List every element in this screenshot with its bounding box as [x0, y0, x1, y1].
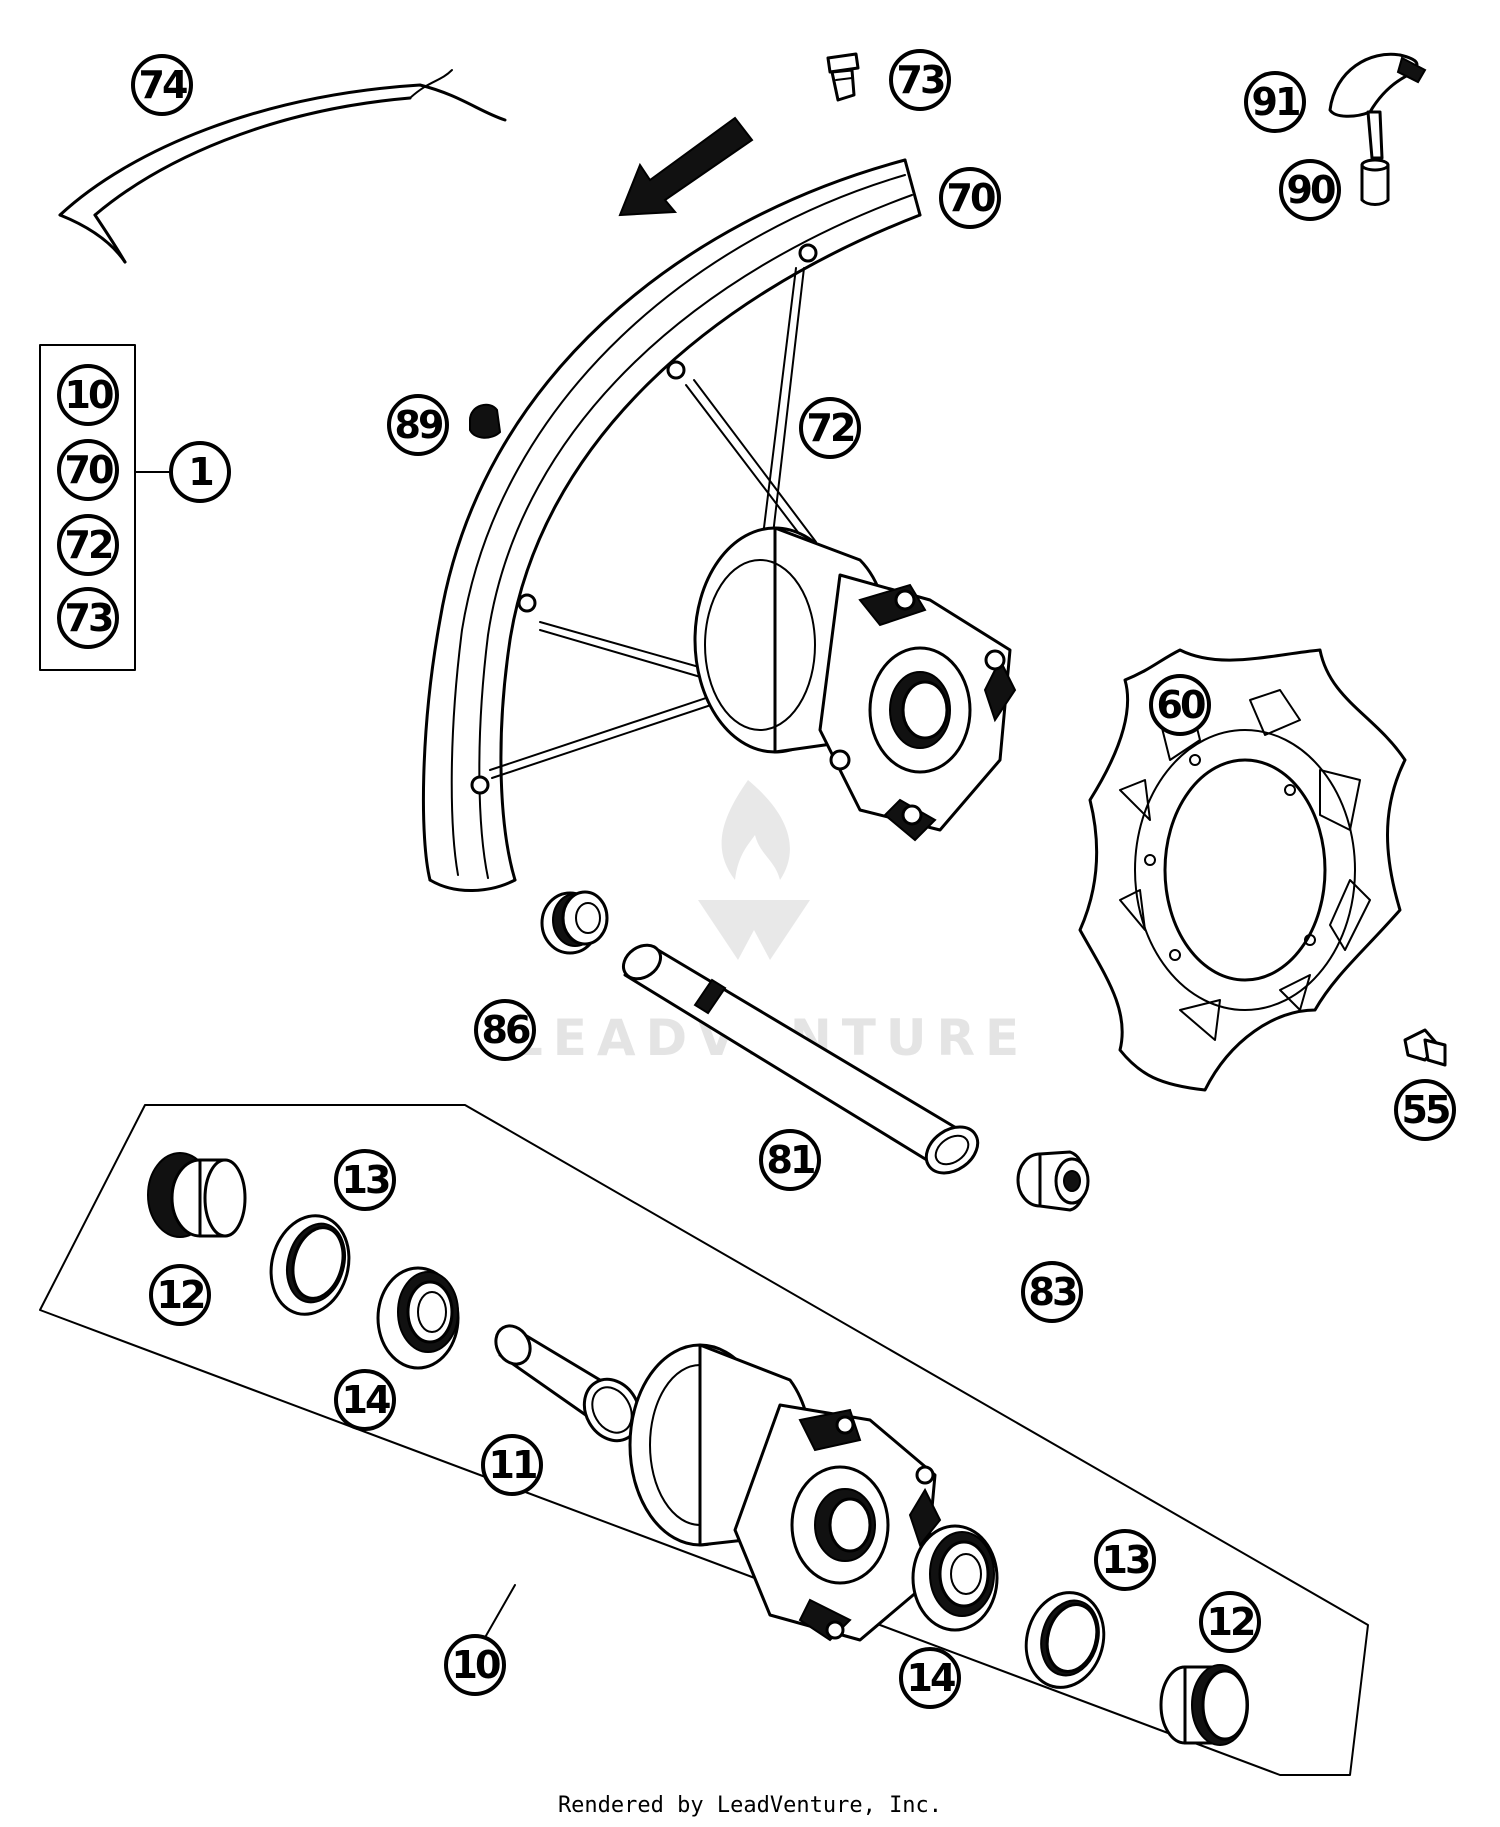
- svg-text:13: 13: [342, 1158, 389, 1202]
- kit-item-72[interactable]: 72: [57, 514, 119, 576]
- callout-86[interactable]: 86: [474, 999, 536, 1061]
- svg-text:89: 89: [395, 403, 443, 447]
- callout-83[interactable]: 83: [1021, 1261, 1083, 1323]
- svg-text:91: 91: [1252, 80, 1299, 124]
- svg-text:1: 1: [188, 450, 212, 494]
- seal-ring-13-upper: [269, 1214, 351, 1316]
- callout-91[interactable]: 91: [1244, 71, 1306, 133]
- svg-text:72: 72: [807, 406, 854, 450]
- callout-14-lower[interactable]: 14: [899, 1647, 961, 1709]
- callout-60[interactable]: 60: [1149, 674, 1211, 736]
- svg-text:74: 74: [139, 63, 187, 107]
- footer-credit: Rendered by LeadVenture, Inc.: [558, 1793, 942, 1818]
- distance-bushing-83: [1016, 1150, 1090, 1212]
- callout-11[interactable]: 11: [481, 1434, 543, 1496]
- svg-text:14: 14: [342, 1378, 390, 1422]
- svg-text:12: 12: [1207, 1600, 1254, 1644]
- svg-text:11: 11: [489, 1443, 536, 1487]
- rotation-direction-arrow: [618, 116, 754, 217]
- callout-90[interactable]: 90: [1279, 159, 1341, 221]
- callout-1[interactable]: 1: [169, 441, 231, 503]
- hub-group-frame: [39, 1104, 1369, 1776]
- svg-text:55: 55: [1402, 1088, 1449, 1132]
- rim-lock-cap: [469, 403, 502, 439]
- callout-12-lower[interactable]: 12: [1199, 1591, 1261, 1653]
- brake-disc: [1078, 648, 1407, 1092]
- svg-text:12: 12: [157, 1273, 204, 1317]
- kit-item-70[interactable]: 70: [57, 439, 119, 501]
- callout-12-upper[interactable]: 12: [149, 1264, 211, 1326]
- svg-text:10: 10: [65, 373, 113, 417]
- svg-text:90: 90: [1287, 168, 1335, 212]
- callout-14-upper[interactable]: 14: [334, 1369, 396, 1431]
- kit-item-73[interactable]: 73: [57, 587, 119, 649]
- shaft-seal-12-upper: [147, 1152, 247, 1238]
- kit-item-10[interactable]: 10: [57, 364, 119, 426]
- callout-70[interactable]: 70: [939, 167, 1001, 229]
- seal-ring-13-lower: [1024, 1591, 1106, 1689]
- svg-text:73: 73: [65, 596, 112, 640]
- shaft-seal-12-lower: [1159, 1664, 1249, 1746]
- wheel-hub-assembly: [693, 526, 1017, 842]
- kit-box: [39, 344, 173, 671]
- distance-tube-11: [494, 1324, 642, 1443]
- callout-73[interactable]: 73: [889, 49, 951, 111]
- svg-text:10: 10: [452, 1643, 500, 1687]
- svg-text:81: 81: [767, 1138, 814, 1182]
- svg-text:60: 60: [1157, 683, 1205, 727]
- svg-text:70: 70: [65, 448, 113, 492]
- callout-81[interactable]: 81: [759, 1129, 821, 1191]
- valve-cap: [1328, 52, 1427, 160]
- rim: [421, 158, 922, 892]
- svg-text:70: 70: [947, 176, 995, 220]
- callout-89[interactable]: 89: [387, 394, 449, 456]
- spoke-nipple: [826, 52, 860, 102]
- front-axle: [621, 943, 980, 1175]
- distance-bushing-86: [540, 890, 609, 955]
- svg-text:72: 72: [65, 523, 112, 567]
- svg-text:86: 86: [482, 1008, 530, 1052]
- rim-tape: [58, 69, 507, 264]
- bearing-14-upper: [376, 1266, 460, 1370]
- disc-bolt: [1403, 1028, 1447, 1067]
- callout-13-upper[interactable]: 13: [334, 1149, 396, 1211]
- svg-text:73: 73: [897, 58, 944, 102]
- svg-text:13: 13: [1102, 1538, 1149, 1582]
- callout-72[interactable]: 72: [799, 397, 861, 459]
- svg-text:83: 83: [1029, 1270, 1076, 1314]
- svg-text:14: 14: [907, 1656, 955, 1700]
- callout-13-lower[interactable]: 13: [1094, 1529, 1156, 1591]
- hub-10: [628, 1343, 942, 1642]
- valve-nut: [1360, 158, 1390, 206]
- watermark-logo: [698, 780, 810, 960]
- callout-55[interactable]: 55: [1394, 1079, 1456, 1141]
- callout-74[interactable]: 74: [131, 54, 193, 116]
- callout-10[interactable]: 10: [444, 1634, 506, 1696]
- bearing-14-lower: [911, 1524, 999, 1632]
